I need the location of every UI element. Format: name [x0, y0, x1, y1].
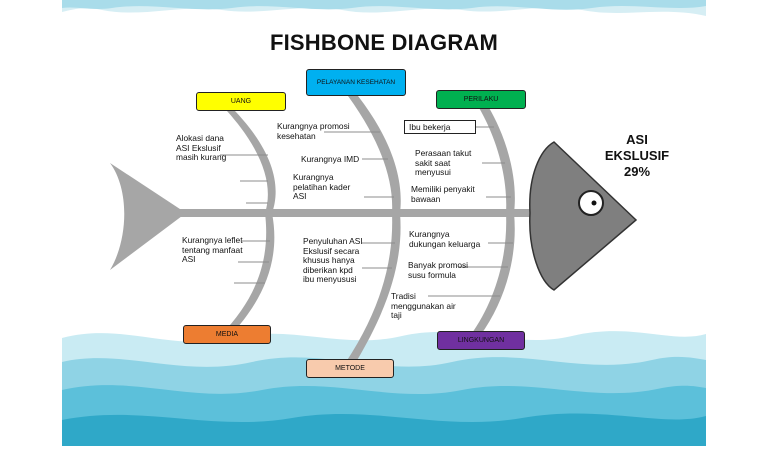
cause-penyuluhan: Penyuluhan ASI Ekslusif secara khusus ha… — [303, 236, 363, 285]
bottom-wave-4 — [62, 413, 706, 446]
cause-promosi-kesehatan: Kurangnya promosi kesehatan — [277, 121, 350, 141]
top-wave-front — [62, 0, 706, 10]
rib-metode — [346, 213, 401, 362]
cause-leflet: Kurangnya leflet tentang manfaat ASI — [182, 235, 243, 265]
cause-penyakit-bawaan: Memiliki penyakit bawaan — [411, 184, 475, 204]
category-lingkungan: LINGKUNGAN — [437, 331, 525, 350]
rib-pelayanan — [348, 96, 401, 213]
fish-pupil — [591, 200, 597, 206]
diagram-title: FISHBONE DIAGRAM — [269, 30, 499, 55]
rib-lingkungan — [470, 213, 515, 336]
effect-label: ASI EKSLUSIF 29% — [604, 132, 670, 179]
rib-uang — [227, 111, 276, 213]
category-pelayanan-kesehatan: PELAYANAN KESEHATAN — [306, 69, 406, 96]
cause-tradisi-air-taji: Tradisi menggunakan air taji — [391, 291, 456, 321]
fish-eye — [578, 190, 604, 216]
cause-promosi-susu-formula: Banyak promosi susu formula — [408, 260, 469, 280]
category-media: MEDIA — [183, 325, 271, 344]
fish-spine — [180, 209, 580, 217]
cause-dukungan-keluarga: Kurangnya dukungan keluarga — [409, 229, 481, 249]
cause-perasaan-takut: Perasaan takut sakit saat menyusui — [415, 148, 472, 178]
category-perilaku: PERILAKU — [436, 90, 526, 109]
fish-ribs — [220, 96, 515, 362]
fish-head — [529, 141, 638, 291]
rib-media — [220, 213, 275, 336]
category-metode: METODE — [306, 359, 394, 378]
rib-perilaku — [478, 106, 515, 213]
cause-alokasi-dana: Alokasi dana ASI Ekslusif masih kurang — [176, 133, 227, 163]
cause-imd: Kurangnya IMD — [301, 154, 360, 164]
category-uang: UANG — [196, 92, 286, 111]
fish-tail — [110, 163, 186, 270]
fishbone-diagram: FISHBONE DIAGRAM UANG PELAYANAN KESEHATA… — [62, 0, 706, 446]
diagram-graphics — [62, 0, 706, 446]
bottom-waves — [62, 331, 706, 446]
cause-pelatihan-kader: Kurangnya pelatihan kader ASI — [293, 172, 351, 202]
cause-ibu-bekerja: Ibu bekerja — [404, 120, 476, 134]
top-waves — [62, 0, 706, 16]
